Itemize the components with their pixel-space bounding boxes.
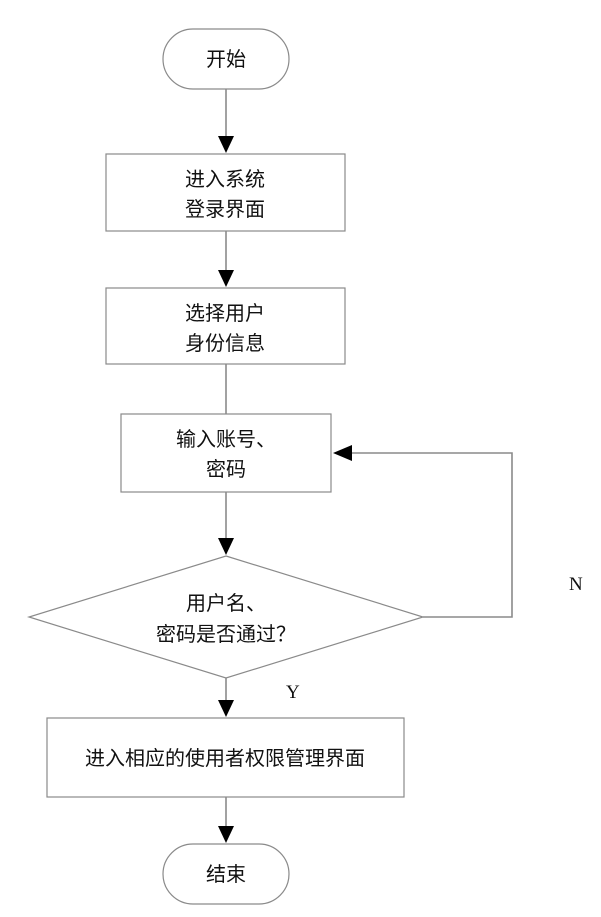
process-enter-login-line2: 登录界面 [185,197,265,221]
end-terminator-shape [162,843,290,905]
process-select-identity-line2: 身份信息 [185,331,265,355]
decision-line1: 用户名、 [186,591,266,615]
process-input-credentials: 输入账号、 密码 [120,413,332,493]
start-label: 开始 [206,47,246,71]
arrowhead-down [218,136,234,153]
loop-back-line [352,452,513,618]
end-node: 结束 [162,843,290,905]
yes-branch-label: Y [286,682,300,703]
arrowhead-down [218,700,234,717]
connector-credentials-to-decision [218,492,234,555]
start-node: 开始 [162,28,290,90]
process-input-credentials-line2: 密码 [206,457,246,481]
arrowhead-down [218,826,234,843]
process-box [120,413,332,493]
process-box [46,717,405,798]
decision-line2: 密码是否通过？ [156,622,296,646]
process-input-credentials-line1: 输入账号、 [176,427,276,451]
decision-diamond-shape [26,555,426,679]
connector-management-to-end [218,797,234,843]
process-enter-login-line1: 进入系统 [185,167,265,191]
arrowhead-down [218,270,234,287]
connector-login-to-identity [218,231,234,287]
connector-yes-to-management [218,678,234,717]
process-box [105,153,346,232]
arrowhead-down [218,538,234,555]
process-select-identity: 选择用户 身份信息 [105,287,346,365]
process-enter-login: 进入系统 登录界面 [105,153,346,232]
process-enter-management-label: 进入相应的使用者权限管理界面 [85,746,365,770]
connector-start-to-login [218,89,234,153]
decision-node: 用户名、 密码是否通过？ [26,555,426,679]
connector-no-loop [333,445,513,618]
arrowhead-left [333,445,352,461]
end-label: 结束 [206,862,246,886]
process-select-identity-line1: 选择用户 [185,301,265,325]
process-enter-management: 进入相应的使用者权限管理界面 [46,717,405,798]
no-branch-label: N [569,574,583,595]
